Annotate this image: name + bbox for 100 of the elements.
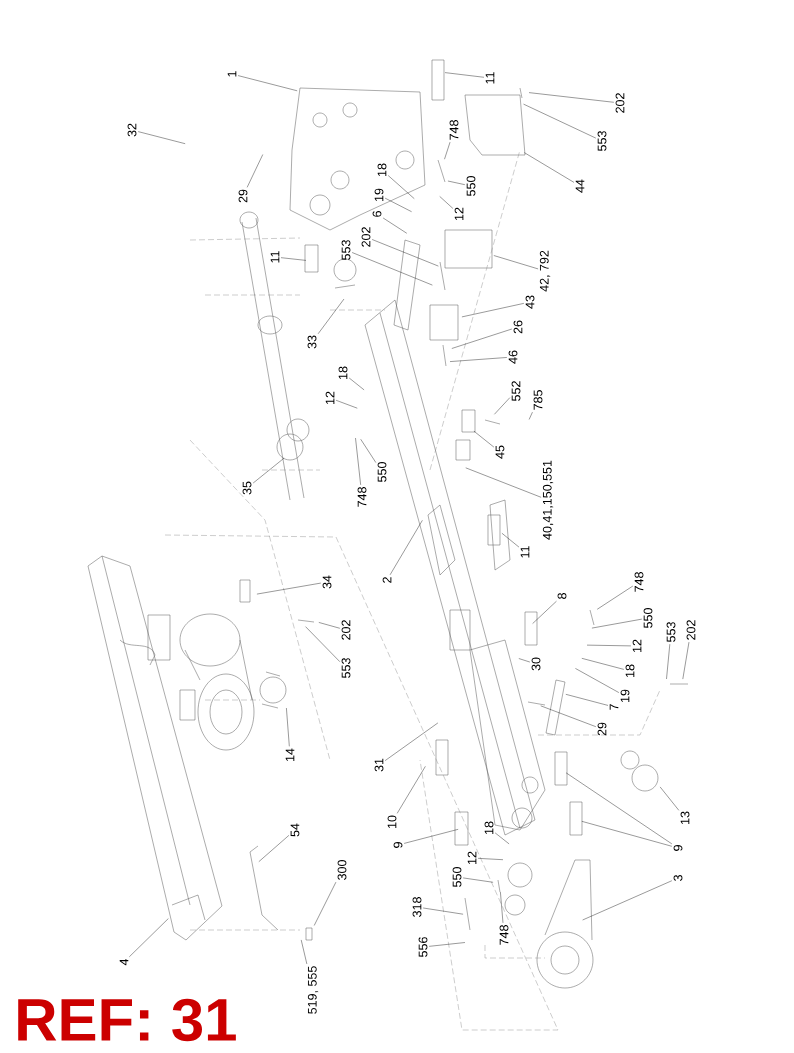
leader-line (528, 411, 533, 420)
leader-line (389, 520, 423, 576)
callout-number: 12 (454, 207, 464, 220)
callout-number: 1 (227, 71, 237, 77)
callout-number: 46 (508, 350, 518, 364)
leader-line (659, 786, 680, 811)
reference-title: REF: 31 (18, 998, 236, 1042)
callout-number: 748 (357, 487, 367, 507)
leader-line (318, 622, 341, 629)
leader-line (597, 585, 634, 610)
leader-line (317, 298, 345, 334)
callout-number: 45 (495, 445, 505, 459)
leader-line (494, 397, 511, 415)
leader-line (256, 582, 322, 595)
leader-line (523, 103, 597, 139)
callout-number: 202 (686, 620, 696, 640)
callout-number: 8 (557, 593, 567, 599)
leader-line (237, 75, 298, 91)
callout-number: 748 (449, 120, 459, 140)
callout-number: 9 (673, 845, 683, 851)
callout-number: 300 (337, 860, 347, 880)
callout-number: 40,41,150,551 (542, 460, 554, 540)
leader-line (461, 303, 525, 318)
callout-number: 202 (341, 620, 351, 640)
callout-number: 11 (520, 546, 530, 558)
callout-number: 550 (643, 608, 653, 628)
callout-number: 12 (325, 391, 335, 404)
leader-line (500, 891, 504, 924)
callout-number: 519, 555 (307, 966, 319, 1014)
callout-number: 13 (680, 811, 690, 824)
leader-line (335, 400, 358, 409)
callout-number: 29 (597, 722, 607, 736)
callout-number: 18 (338, 366, 348, 379)
callout-number: 202 (615, 93, 625, 113)
callout-number: 18 (625, 664, 635, 677)
leader-line (280, 257, 307, 261)
callout-number: 553 (341, 240, 351, 260)
leader-line (246, 154, 263, 188)
leader-line (384, 722, 439, 761)
callout-number: 31 (374, 758, 384, 772)
leader-line (387, 175, 415, 199)
callout-number: 2 (382, 577, 392, 583)
leader-line (451, 328, 513, 349)
leader-line (422, 907, 464, 915)
callout-number: 43 (525, 295, 535, 309)
callout-number: 550 (452, 867, 462, 887)
callout-number: 553 (666, 622, 676, 642)
callout-number: 4 (119, 958, 129, 966)
callout-number: 42, 792 (539, 250, 551, 292)
leader-line (314, 881, 337, 926)
leader-line (449, 357, 508, 362)
callout-number: 35 (242, 481, 252, 495)
callout-number: 556 (418, 937, 428, 957)
callout-number: 11 (485, 72, 495, 84)
leader-line (351, 252, 433, 286)
leader-line (384, 197, 412, 212)
leader-line (129, 918, 169, 958)
callout-number: 29 (238, 189, 248, 203)
leader-line (682, 641, 690, 680)
callout-number: 12 (467, 851, 477, 864)
callout-number: 44 (575, 179, 585, 193)
callout-number: 550 (377, 462, 387, 482)
callout-number: 552 (511, 381, 521, 401)
leader-line (586, 644, 632, 647)
leader-line (540, 705, 597, 727)
leader-line (666, 643, 671, 680)
callout-number: 30 (531, 657, 541, 671)
callout-number: 202 (361, 227, 371, 247)
callout-number: 3 (673, 875, 683, 881)
leader-line (582, 880, 673, 921)
callout-number: 19 (620, 689, 630, 702)
leader-line (581, 658, 625, 670)
callout-number: 318 (412, 897, 422, 917)
callout-number: 19 (374, 188, 384, 201)
callout-number: 9 (393, 842, 403, 848)
leader-line (465, 467, 542, 498)
callout-number: 32 (127, 123, 137, 137)
leader-line (493, 255, 539, 270)
leader-line (301, 939, 308, 965)
callout-number: 18 (377, 163, 387, 176)
leader-line (524, 152, 575, 183)
leader-line (305, 626, 341, 662)
callout-number: 33 (307, 335, 317, 349)
callout-number: 12 (632, 639, 642, 652)
leader-line (565, 772, 673, 845)
leader-line (532, 600, 557, 624)
leader-line (397, 766, 426, 814)
callout-number: 748 (634, 572, 644, 592)
leader-line (447, 180, 466, 185)
leader-line (528, 92, 615, 103)
leader-line (575, 668, 620, 693)
leader-line (382, 217, 407, 234)
leader-line (439, 196, 454, 209)
callout-number: 6 (372, 211, 382, 217)
leader-line (518, 658, 531, 663)
callout-number: 26 (513, 320, 523, 334)
callout-number: 14 (285, 748, 295, 761)
leader-line (252, 457, 285, 484)
leader-line (355, 437, 361, 486)
leader-line (462, 877, 494, 883)
